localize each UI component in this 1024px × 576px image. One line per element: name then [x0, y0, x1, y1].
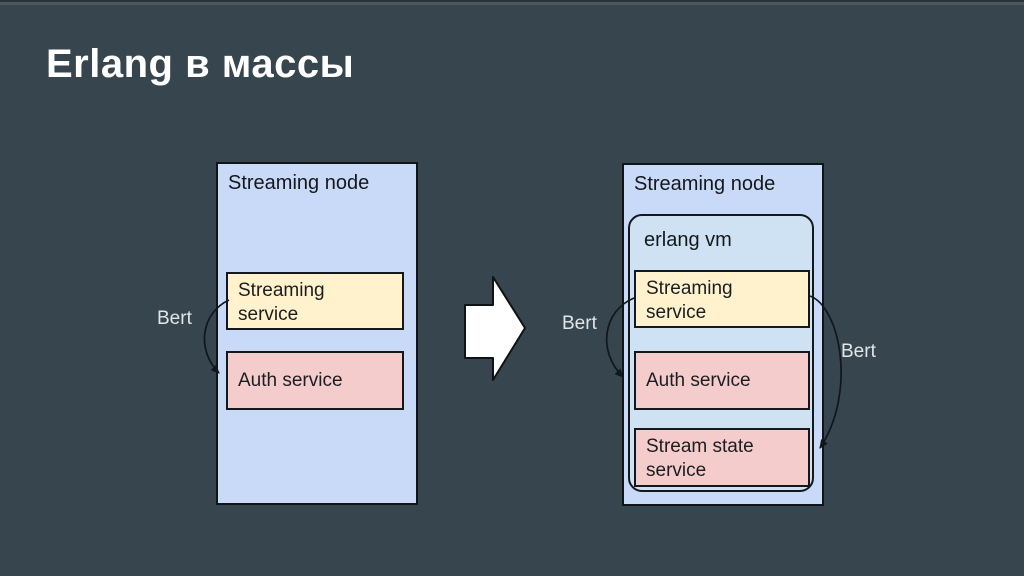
- slide-title: Erlang в массы: [46, 42, 355, 86]
- after-streaming-node-box: Streaming node erlang vm Streaming servi…: [622, 163, 824, 506]
- before-streaming-service-label: Streaming service: [238, 280, 325, 325]
- erlang-vm-label: erlang vm: [644, 229, 732, 251]
- after-streaming-service-label: Streaming service: [646, 278, 733, 323]
- after-streaming-service-box: Streaming service: [634, 270, 810, 328]
- after-stream-state-service-label: Stream state service: [646, 436, 754, 481]
- before-auth-service-box: Auth service: [226, 351, 404, 410]
- before-auth-service-label: Auth service: [238, 369, 343, 391]
- before-streaming-node-label: Streaming node: [228, 172, 370, 194]
- top-edge-strip-highlight: [0, 2, 1024, 5]
- before-streaming-service-box: Streaming service: [226, 272, 404, 330]
- before-streaming-node-box: Streaming node Streaming service Auth se…: [216, 162, 418, 505]
- transition-right-arrow-icon: [464, 276, 526, 381]
- after-auth-service-box: Auth service: [634, 351, 810, 410]
- after-bert-connector-label-left: Bert: [562, 313, 597, 334]
- erlang-vm-box: erlang vm Streaming service Auth service…: [628, 214, 814, 492]
- top-edge-strip: [0, 0, 1024, 2]
- after-auth-service-label: Auth service: [646, 369, 751, 391]
- after-stream-state-service-box: Stream state service: [634, 428, 810, 487]
- before-bert-connector-label: Bert: [157, 308, 192, 329]
- after-bert-connector-label-right: Bert: [841, 341, 876, 362]
- after-streaming-node-label: Streaming node: [634, 173, 776, 195]
